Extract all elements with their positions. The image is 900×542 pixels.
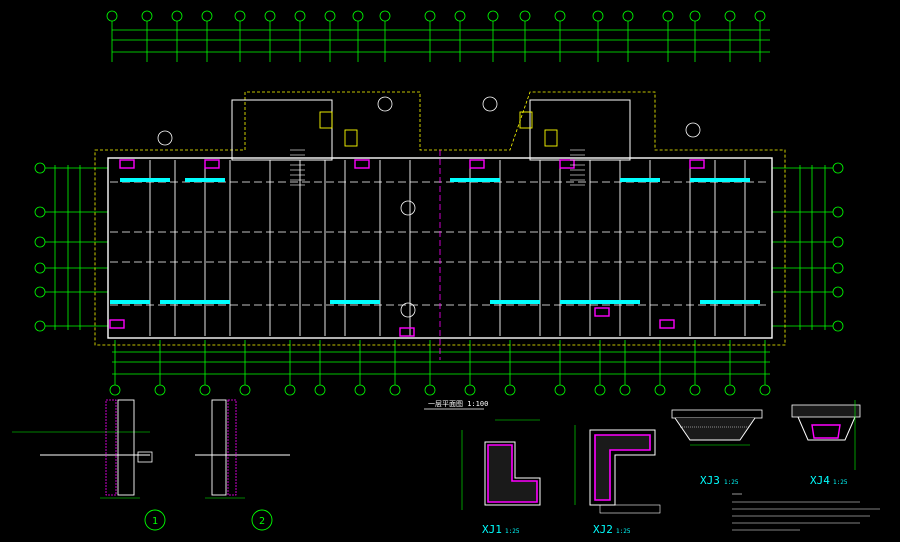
xj2-scale: 1:25: [616, 528, 631, 535]
section-2-label: 2: [259, 516, 265, 527]
detail-xj2: XJ2 1:25: [574, 425, 661, 536]
outer-wall: [107, 157, 773, 339]
xj1-label: XJ1: [482, 523, 502, 536]
section-symbol: [377, 96, 393, 112]
detail-xj3: XJ3 1:25: [671, 409, 763, 487]
roof-outline: [94, 91, 786, 346]
window-band: [330, 300, 380, 304]
window-band: [110, 300, 150, 304]
entrance-marker: [319, 111, 333, 129]
section-symbol: [400, 302, 416, 318]
entrance-marker: [344, 129, 358, 147]
xj1-scale: 1:25: [505, 528, 520, 535]
opening-marker: [594, 307, 610, 317]
detail-xj1: XJ1 1:25: [461, 419, 541, 536]
plan-title: 一层平面图 1:100: [428, 400, 488, 408]
section-detail-2: 2: [195, 399, 290, 531]
opening-marker: [689, 159, 705, 169]
stair-core-left: [231, 99, 333, 161]
window-band: [120, 178, 170, 182]
opening-marker: [399, 327, 415, 337]
xj4-label: XJ4: [810, 474, 830, 487]
xj4-scale: 1:25: [833, 479, 848, 486]
section-1-bubble: [144, 509, 166, 531]
side-axis-grid: [34, 162, 844, 332]
opening-marker: [559, 159, 575, 169]
window-band: [160, 300, 230, 304]
window-band: [450, 178, 500, 182]
section-1-label: 1: [152, 516, 158, 527]
top-axis-grid: [106, 10, 770, 62]
opening-marker: [354, 159, 370, 169]
window-band: [700, 300, 760, 304]
section-2-bubble: [251, 509, 273, 531]
window-band: [185, 178, 225, 182]
entrance-marker: [544, 129, 558, 147]
section-symbol: [482, 96, 498, 112]
section-symbol: [685, 122, 701, 138]
floor-plan: [94, 91, 786, 360]
xj2-label: XJ2: [593, 523, 613, 536]
opening-marker: [659, 319, 675, 329]
detail-xj4: XJ4 1:25: [791, 400, 861, 487]
notes-block: [732, 493, 880, 531]
opening-marker: [469, 159, 485, 169]
window-band: [620, 178, 660, 182]
xj3-label: XJ3: [700, 474, 720, 487]
section-detail-1: 1: [12, 399, 166, 531]
window-band: [490, 300, 540, 304]
section-symbol: [157, 130, 173, 146]
plan-room-walls: [109, 96, 770, 337]
opening-marker: [109, 319, 125, 329]
opening-marker: [119, 159, 135, 169]
xj3-scale: 1:25: [724, 479, 739, 486]
opening-marker: [204, 159, 220, 169]
window-band: [690, 178, 750, 182]
section-symbol: [400, 200, 416, 216]
window-band: [560, 300, 640, 304]
bottom-axis-grid: [109, 340, 771, 396]
entrance-marker: [519, 111, 533, 129]
